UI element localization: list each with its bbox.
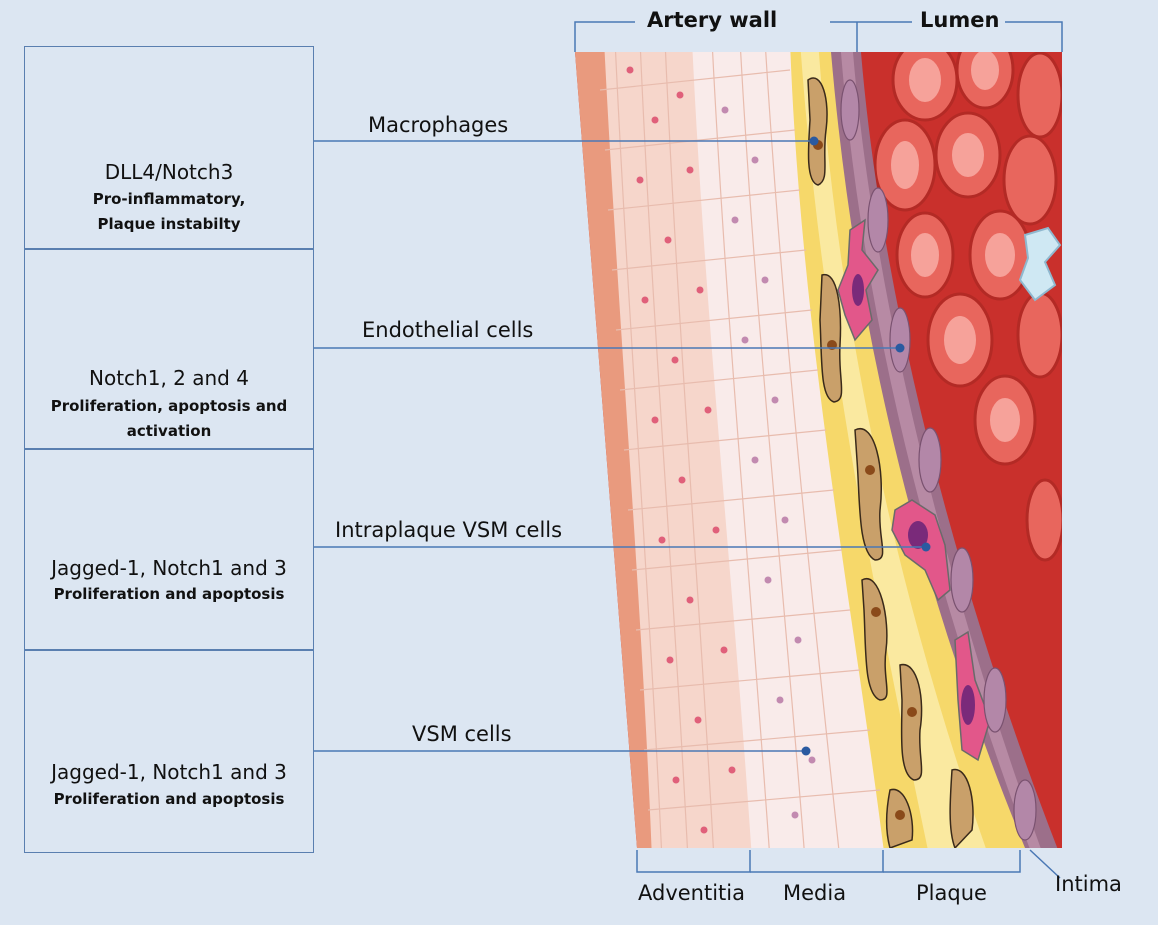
label-adventitia: Adventitia [638,881,745,905]
label-intraplaque-vsm-cells: Intraplaque VSM cells [335,518,562,542]
macrophage-effect-2: Plaque instabilty [24,213,314,235]
label-plaque: Plaque [916,881,987,905]
label-intima: Intima [1055,872,1122,896]
label-macrophages: Macrophages [368,113,508,137]
endothelial-signal: Notch1, 2 and 4 [24,366,314,390]
intraplaque-vsm-effect: Proliferation and apoptosis [24,583,314,605]
macrophage-effect-1: Pro-inflammatory, [24,188,314,210]
vsm-effect: Proliferation and apoptosis [24,788,314,810]
endothelial-effect-2: activation [24,420,314,442]
endothelial-effect-1: Proliferation, apoptosis and [24,395,314,417]
header-artery-wall: Artery wall [647,8,777,32]
left-panel: DLL4/Notch3 Pro-inflammatory, Plaque ins… [24,0,314,925]
label-media: Media [783,881,846,905]
intraplaque-vsm-signal: Jagged-1, Notch1 and 3 [24,556,314,580]
vsm-signal: Jagged-1, Notch1 and 3 [24,760,314,784]
label-vsm-cells: VSM cells [412,722,512,746]
artery-wall-cross-section [560,32,1080,860]
header-lumen: Lumen [920,8,999,32]
macrophage-signal: DLL4/Notch3 [24,160,314,184]
label-endothelial-cells: Endothelial cells [362,318,533,342]
